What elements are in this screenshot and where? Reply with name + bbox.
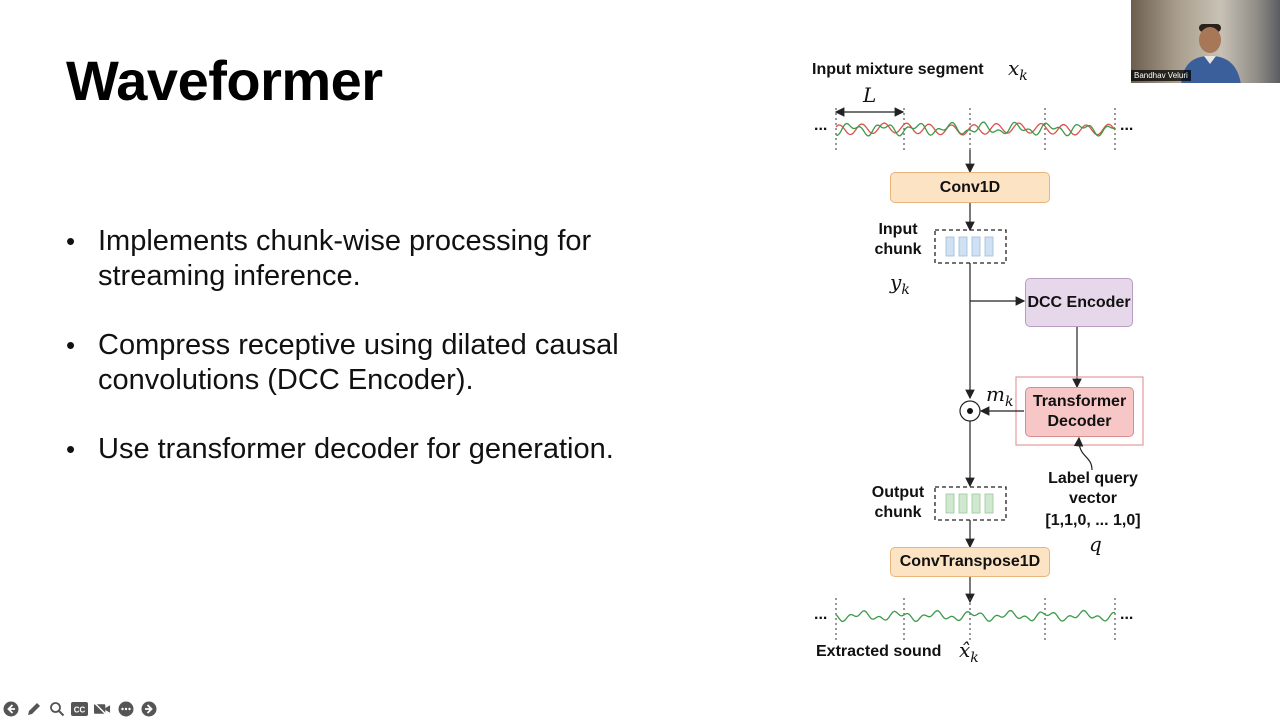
ellipsis-left: ... bbox=[814, 117, 828, 134]
input-chunk-dividers bbox=[835, 108, 1116, 150]
mask-symbol: mk bbox=[986, 382, 1014, 410]
chunk-cell bbox=[984, 236, 994, 257]
waveformer-diagram: Input mixture segment xk L ... ... Conv1… bbox=[800, 50, 1160, 680]
label-query-value: [1,1,0, ... 1,0] bbox=[1045, 512, 1141, 529]
chunk-length-symbol: L bbox=[863, 83, 877, 107]
more-button[interactable] bbox=[117, 701, 134, 718]
participant-name: Bandhav Veluri bbox=[1131, 70, 1191, 81]
cc-icon: CC bbox=[71, 702, 88, 716]
dcc-encoder-block: DCC Encoder bbox=[1025, 278, 1133, 327]
participant-avatar bbox=[1181, 24, 1241, 83]
chunk-cell bbox=[984, 493, 994, 514]
video-off-button[interactable] bbox=[94, 701, 111, 718]
bullet-item: Compress receptive using dilated causal … bbox=[66, 328, 726, 398]
input-symbol: xk bbox=[1008, 56, 1028, 84]
chunk-cell bbox=[958, 493, 968, 514]
ellipsis-left-out: ... bbox=[814, 606, 828, 623]
arrow-label-query bbox=[1073, 436, 1093, 471]
participant-video[interactable]: Bandhav Veluri bbox=[1131, 0, 1280, 83]
arrow-left-circle-icon bbox=[3, 701, 18, 717]
output-chunk-label: Output chunk bbox=[871, 484, 925, 521]
output-chunk-frame bbox=[934, 486, 1007, 521]
input-wave-red bbox=[835, 122, 1116, 136]
chunk-cell bbox=[945, 236, 955, 257]
pen-button[interactable] bbox=[25, 701, 42, 718]
input-wave-green bbox=[835, 121, 1116, 137]
captions-button[interactable]: CC bbox=[71, 701, 88, 718]
input-chunk-symbol: yk bbox=[890, 270, 910, 298]
label-query-label: Label query vector bbox=[1048, 470, 1138, 507]
output-symbol: x̂k bbox=[959, 638, 979, 666]
zoom-button[interactable] bbox=[48, 701, 65, 718]
extracted-sound-label: Extracted sound bbox=[816, 643, 942, 660]
label-query-symbol: q bbox=[1089, 532, 1102, 556]
pencil-icon bbox=[27, 703, 40, 715]
output-wave bbox=[835, 609, 1116, 623]
chunk-cell bbox=[945, 493, 955, 514]
input-chunk-label: Input chunk bbox=[874, 221, 922, 258]
output-chunk-cells bbox=[945, 493, 994, 514]
svg-text:CC: CC bbox=[74, 706, 86, 715]
chunk-cell bbox=[971, 236, 981, 257]
bullet-item: Use transformer decoder for generation. bbox=[66, 432, 726, 467]
ellipsis-right-out: ... bbox=[1120, 606, 1134, 623]
slide-title: Waveformer bbox=[66, 49, 383, 112]
arrow-right-circle-icon bbox=[141, 701, 156, 717]
diagram-connectors bbox=[834, 107, 1144, 640]
ellipsis-right: ... bbox=[1120, 117, 1134, 134]
chunk-cell bbox=[958, 236, 968, 257]
bullet-item: Implements chunk-wise processing for str… bbox=[66, 224, 726, 294]
output-chunk-dividers bbox=[835, 598, 1116, 640]
input-chunk-cells bbox=[945, 236, 994, 257]
input-chunk-frame bbox=[934, 229, 1007, 264]
video-off-icon bbox=[94, 702, 111, 716]
presentation-controls: CC bbox=[2, 700, 157, 718]
input-mixture-label: Input mixture segment bbox=[812, 61, 984, 78]
previous-slide-button[interactable] bbox=[2, 701, 19, 718]
conv1d-block: Conv1D bbox=[890, 172, 1050, 203]
next-slide-button[interactable] bbox=[140, 701, 157, 718]
chunk-cell bbox=[971, 493, 981, 514]
more-icon bbox=[118, 701, 133, 717]
transformer-decoder-block: Transformer Decoder bbox=[1025, 387, 1134, 437]
convtranspose1d-block: ConvTranspose1D bbox=[890, 547, 1050, 577]
magnifier-icon bbox=[49, 702, 64, 717]
bullet-list: Implements chunk-wise processing for str… bbox=[66, 224, 726, 501]
